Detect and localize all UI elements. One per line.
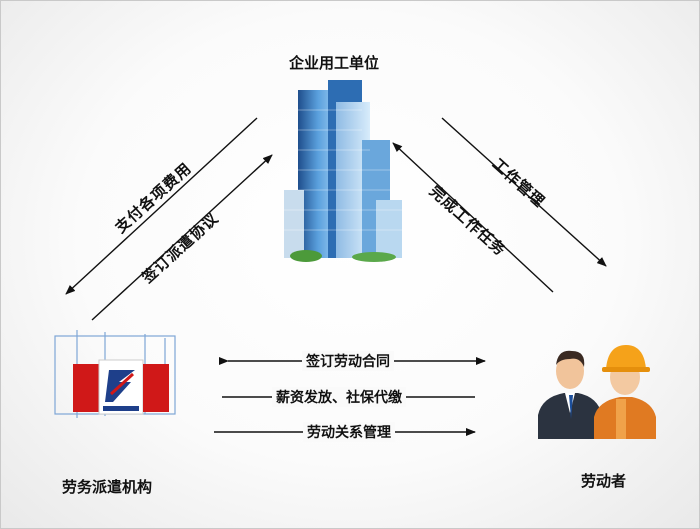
node-employer-label: 企业用工单位 <box>289 54 380 72</box>
agency-logo-icon <box>54 330 176 418</box>
label-relationship-management: 劳动关系管理 <box>303 422 395 442</box>
arrow-complete-tasks <box>392 142 554 293</box>
workers-icon <box>538 345 656 439</box>
node-agency-label: 劳务派遣机构 <box>62 478 153 496</box>
arrow-sign-agreement <box>91 154 273 321</box>
label-salary-social-insurance: 薪资发放、社保代缴 <box>272 387 406 407</box>
office-building-icon <box>284 80 402 262</box>
arrow-pay-fees <box>65 117 258 295</box>
arrow-work-management <box>441 117 607 267</box>
label-labor-contract: 签订劳动合同 <box>302 351 394 371</box>
node-worker-label: 劳动者 <box>581 472 627 490</box>
